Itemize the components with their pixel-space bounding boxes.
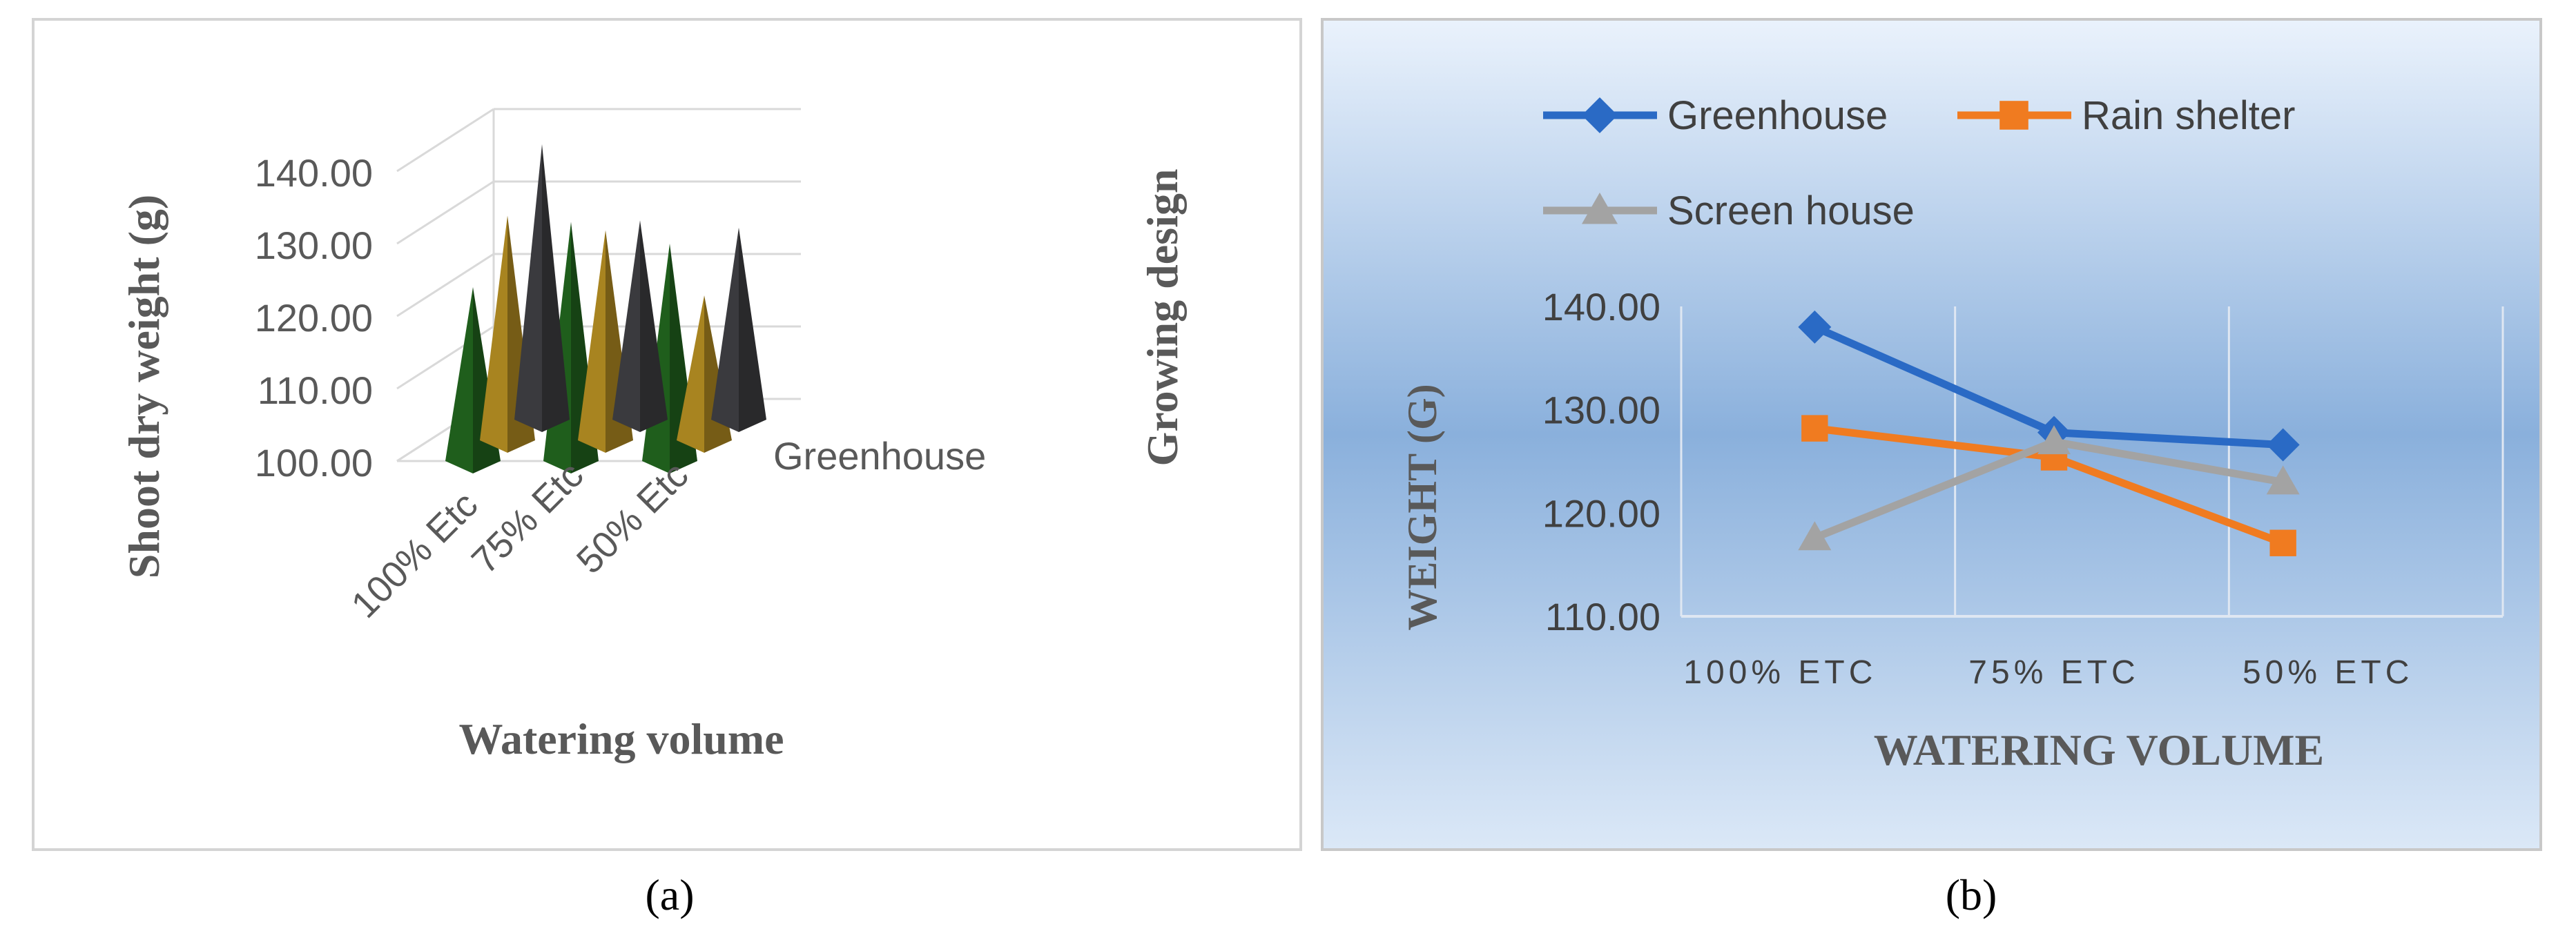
panel-a-y-tick-label: 120.00 xyxy=(255,296,373,340)
panel-b-point-diamond xyxy=(1798,310,1832,344)
panel-b-point-triangle xyxy=(1798,521,1832,551)
panel-a-grid-diagonal xyxy=(396,180,494,245)
panel-b-y-tick-label: 120.00 xyxy=(1542,491,1660,535)
panel-b-x-tick-label: 75% ETC xyxy=(1968,654,2139,691)
panel-a-depth-label: Greenhouse xyxy=(773,434,986,478)
panel-b-series xyxy=(1798,310,2300,556)
panel-a-bar-side xyxy=(542,144,570,432)
panel-b-legend-label: Greenhouse xyxy=(1667,93,1888,138)
panel-b-legend-item: Rain shelter xyxy=(1957,93,2295,138)
panel-a-y-tick-label: 100.00 xyxy=(255,441,373,485)
panel-b-point-diamond xyxy=(2266,428,2300,462)
panel-a-bar-face xyxy=(480,215,507,453)
panel-a-x-axis-title: Watering volume xyxy=(458,714,784,763)
panel-b-legend-label: Screen house xyxy=(1667,188,1915,233)
panel-b-y-tick-label: 110.00 xyxy=(1545,595,1660,638)
panel-b-point-diamond xyxy=(1582,97,1618,133)
panel-a-bar-face xyxy=(711,227,739,432)
panel-b-series-1 xyxy=(1801,415,2296,556)
panel-a-bar-side xyxy=(640,220,668,432)
panel-b-legend-item: Greenhouse xyxy=(1543,93,1888,138)
panel-a-bar-face xyxy=(578,230,606,453)
panel-a-y-ticks: 100.00 110.00 120.00 130.00 140.00 xyxy=(255,151,373,485)
panel-a-bar-face xyxy=(677,295,704,453)
panel-b-point-triangle xyxy=(2266,465,2300,495)
panel-a-y-tick-label: 130.00 xyxy=(255,224,373,267)
panel-b-x-tick-label: 100% ETC xyxy=(1683,654,1877,691)
panel-b-point-triangle xyxy=(1582,193,1618,224)
panel-b-x-tick-label: 50% ETC xyxy=(2243,654,2413,691)
panel-b-label: (b) xyxy=(1946,870,1997,919)
panel-a-grid-diagonal xyxy=(396,108,494,173)
panel-a-y-tick-label: 110.00 xyxy=(258,369,373,412)
panel-b-gridlines xyxy=(1680,306,2504,618)
panel-a-bar xyxy=(514,144,570,432)
panel-b-y-tick-label: 140.00 xyxy=(1542,285,1660,329)
panel-a-y-axis-title: Shoot dry weight (g) xyxy=(119,195,168,578)
panel-a-label: (a) xyxy=(645,870,694,919)
panel-b-legend-label: Rain shelter xyxy=(2082,93,2295,138)
panel-a-bar-face xyxy=(445,287,473,473)
panel-b-point-triangle xyxy=(2037,425,2071,455)
panel-b-x-axis-title: WATERING VOLUME xyxy=(1874,725,2324,774)
panel-b-point-square xyxy=(1801,415,1828,442)
panel-b-point-square xyxy=(1999,101,2028,130)
panel-b-legend-item: Screen house xyxy=(1543,188,1915,233)
panel-a-bars xyxy=(445,144,766,473)
panel-b-y-axis-title: WEIGHT (G) xyxy=(1400,384,1445,630)
panel-a-grid-diagonal xyxy=(396,253,494,317)
panel-a-y-tick-label: 140.00 xyxy=(255,151,373,195)
panel-a-bar-side xyxy=(739,227,766,432)
panel-b-series-2 xyxy=(1798,425,2300,551)
panel-a-bar xyxy=(711,227,766,432)
panel-b-y-tick-label: 130.00 xyxy=(1542,389,1660,432)
panel-b-y-ticks: 110.00 120.00 130.00 140.00 xyxy=(1542,285,1660,638)
panel-a-z-axis-title: Growing design xyxy=(1138,169,1187,467)
panel-a-bar-face xyxy=(612,220,640,432)
panel-a-bar xyxy=(612,220,668,432)
panel-a-bar-face xyxy=(514,144,542,432)
panel-b-background xyxy=(1321,18,2542,851)
panel-b-point-square xyxy=(2269,529,2296,556)
panel-b-x-ticks: 100% ETC 75% ETC 50% ETC xyxy=(1683,654,2413,691)
